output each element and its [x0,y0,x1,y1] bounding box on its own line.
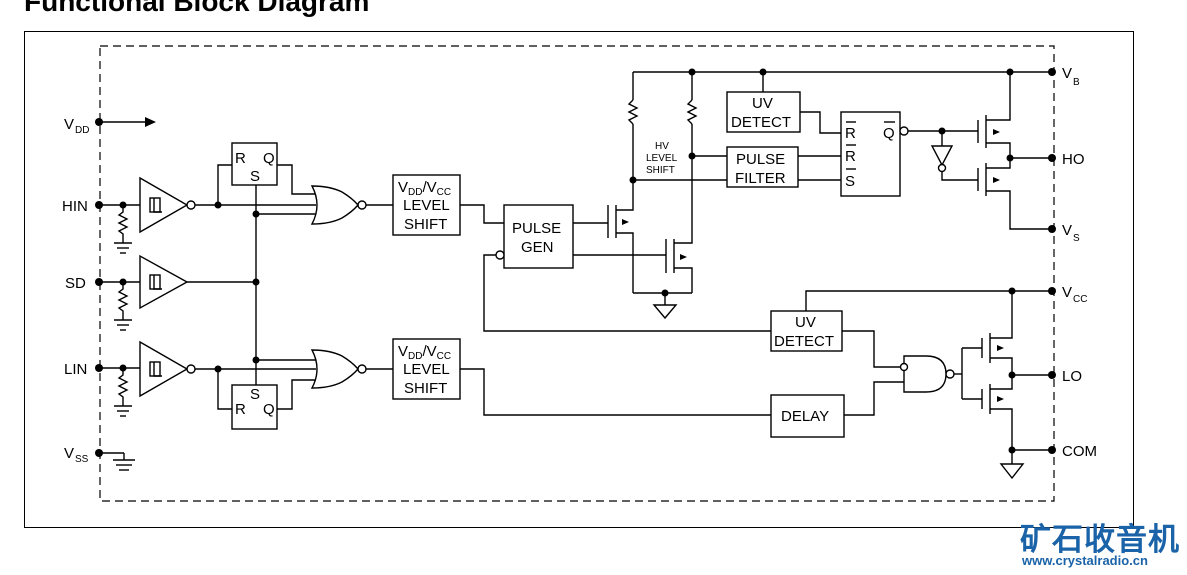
delay-block: DELAY [770,381,904,438]
svg-text:DETECT: DETECT [731,114,791,131]
svg-text:PULSE: PULSE [736,151,785,168]
hv-level-shift: HV LEVEL SHIFT [607,68,1052,320]
svg-text:GEN: GEN [521,239,554,256]
watermark-url: www.crystalradio.cn [1022,553,1148,568]
pulse-gen-block: PULSE GEN [483,204,771,332]
svg-text:DETECT: DETECT [774,333,834,350]
svg-text:V: V [1062,222,1072,239]
svg-text:SS: SS [75,454,89,465]
svg-text:FILTER: FILTER [735,170,786,187]
svg-text:SHIFT: SHIFT [646,165,675,176]
pin-lin: LIN [64,361,103,378]
svg-text:UV: UV [752,95,773,112]
low-side-nor-gate [310,349,393,389]
svg-text:DELAY: DELAY [781,408,829,425]
pulse-filter-block: PULSE FILTER [726,146,843,188]
svg-text:HO: HO [1062,151,1085,168]
svg-text:B: B [1073,77,1080,88]
pin-lo: LO [1048,368,1082,385]
watermark-logo-text: 矿石收音机 [1020,522,1180,557]
svg-text:LEVEL: LEVEL [403,197,450,214]
svg-text:Q: Q [263,150,275,167]
svg-text:R: R [845,125,856,142]
svg-text:Q: Q [883,125,895,142]
low-side-output-stage [981,291,1052,480]
svg-text:HIN: HIN [62,198,88,215]
svg-text:S: S [1073,233,1080,244]
lin-input-stage [99,340,218,417]
svg-text:R: R [235,401,246,418]
svg-text:S: S [250,386,260,403]
svg-text:SD: SD [65,275,86,292]
pin-vdd: V DD [64,116,156,136]
pin-vb: V B [1048,65,1080,88]
low-side-latch: S R Q [214,359,316,430]
svg-text:LEVEL: LEVEL [403,361,450,378]
sd-input-stage [99,254,256,331]
svg-text:LIN: LIN [64,361,87,378]
level-shift-high: VDD/VCC LEVEL SHIFT [392,174,504,236]
svg-text:V: V [1062,65,1072,82]
svg-text:VDD/VCC: VDD/VCC [398,343,451,362]
hin-input-stage [99,176,218,254]
svg-text:LO: LO [1062,368,1082,385]
pin-hin: HIN [62,198,103,215]
diagram-frame [24,31,1134,528]
uv-detect-low: UV DETECT [770,287,1052,368]
svg-text:UV: UV [795,314,816,331]
svg-text:DD: DD [75,125,89,136]
chip-boundary [99,45,1055,502]
svg-text:PULSE: PULSE [512,220,561,237]
svg-text:S: S [845,173,855,190]
svg-text:R: R [235,150,246,167]
high-side-nor-gate [310,185,393,225]
level-shift-low: VDD/VCC LEVEL SHIFT [392,338,771,416]
svg-text:S: S [250,168,260,185]
svg-text:Q: Q [263,401,275,418]
high-side-latch: R Q S [214,142,316,364]
pin-vss: V SS [64,445,135,471]
pin-sd: SD [65,275,103,292]
svg-text:LEVEL: LEVEL [646,153,678,164]
pin-vcc: V CC [1048,284,1087,305]
uv-detect-high: UV DETECT [726,72,843,134]
svg-text:HV: HV [655,141,669,152]
svg-text:VDD/VCC: VDD/VCC [398,179,451,198]
page-title: Functional Block Diagram [24,0,370,17]
svg-text:COM: COM [1062,443,1097,460]
svg-text:R: R [845,148,856,165]
high-side-output-stage [977,72,1052,230]
pin-com: COM [1048,443,1097,460]
svg-text:V: V [1062,284,1072,301]
svg-text:V: V [64,116,74,133]
pin-ho: HO [1048,151,1085,168]
svg-text:SHIFT: SHIFT [404,216,447,233]
rs-flip-flop: R R S Q [840,111,978,197]
low-side-nand-gate [899,347,982,400]
svg-text:V: V [64,445,74,462]
svg-text:SHIFT: SHIFT [404,380,447,397]
svg-text:CC: CC [1073,294,1087,305]
pin-vs: V S [1048,222,1080,244]
